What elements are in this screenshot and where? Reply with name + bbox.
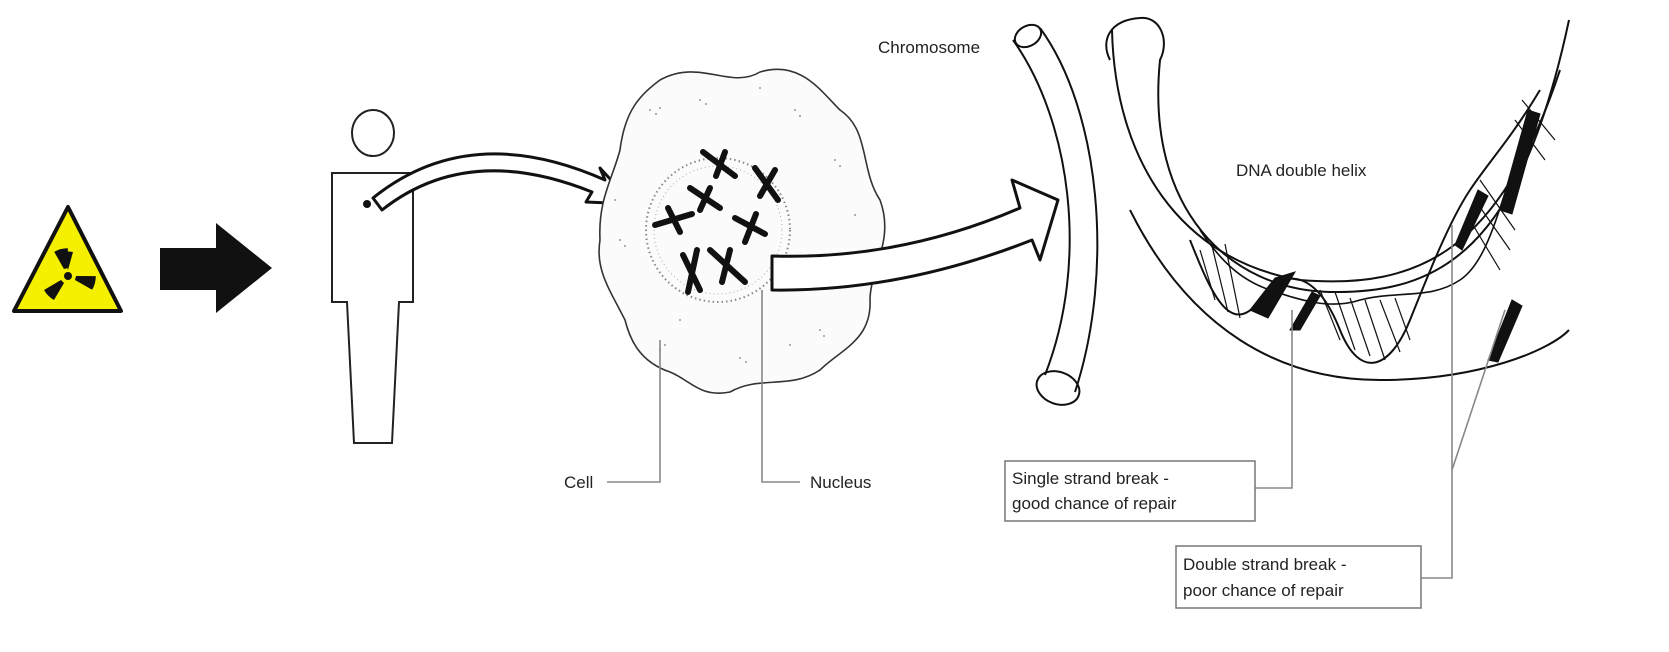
- cell: [599, 69, 885, 393]
- chromosome-label: Chromosome: [878, 38, 980, 57]
- nucleus-label: Nucleus: [810, 473, 871, 492]
- right-arrow-icon: [160, 223, 272, 313]
- dna-bowl: [1130, 210, 1569, 380]
- radiation-hazard-icon: [14, 207, 121, 311]
- double-strand-break-line2: poor chance of repair: [1183, 581, 1344, 600]
- single-strand-break-line2: good chance of repair: [1012, 494, 1177, 513]
- double-strand-break-callout: Double strand break - poor chance of rep…: [1176, 546, 1421, 608]
- dna-double-helix-label: DNA double helix: [1236, 161, 1367, 180]
- single-strand-break-line1: Single strand break -: [1012, 469, 1169, 488]
- cell-label: Cell: [564, 473, 593, 492]
- double-strand-break-line1: Double strand break -: [1183, 555, 1346, 574]
- person-icon: [332, 110, 413, 443]
- single-strand-break-callout: Single strand break - good chance of rep…: [1005, 461, 1255, 521]
